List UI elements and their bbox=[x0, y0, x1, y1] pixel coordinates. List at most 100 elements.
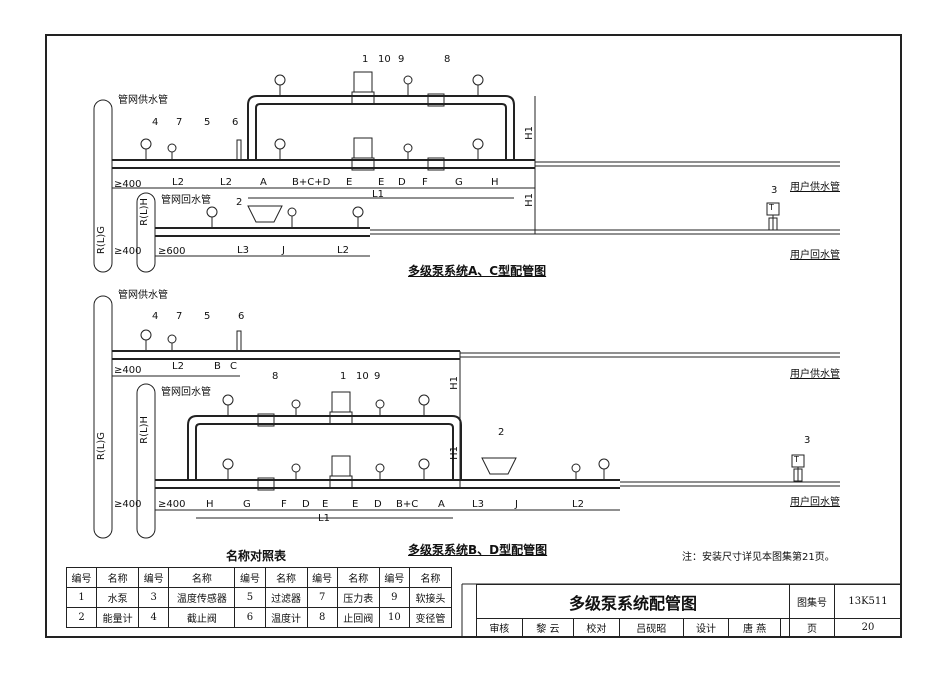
h1-label: H1 bbox=[524, 126, 535, 140]
check-valve-icon bbox=[257, 477, 275, 491]
legend-header: 名称 bbox=[96, 567, 140, 588]
dim-label: G bbox=[243, 499, 251, 510]
legend-cell: 2 bbox=[65, 607, 98, 628]
legend-cell: 压力表 bbox=[336, 587, 380, 608]
legend-cell: 10 bbox=[378, 607, 410, 628]
dim-label: B bbox=[214, 361, 221, 372]
legend-header: 名称 bbox=[168, 567, 236, 588]
upper-bypass-loop-1 bbox=[247, 95, 515, 160]
review-label: 审核 bbox=[476, 618, 523, 637]
callout-number: 8 bbox=[444, 54, 451, 65]
h1-label: H1 bbox=[524, 193, 535, 207]
lower-bypass-loop-2b bbox=[195, 423, 454, 480]
legend-cell: 温度传感器 bbox=[168, 587, 236, 608]
legend-cell: 4 bbox=[138, 607, 170, 628]
callout-number: 1 bbox=[340, 371, 347, 382]
title-block: 多级泵系统配管图 图集号 13K511 审核 黎 云 校对 吕砚昭 设计 唐 燕… bbox=[476, 584, 902, 637]
main-supply-pipe-1 bbox=[93, 99, 113, 273]
dim-label: F bbox=[422, 177, 428, 188]
main-return-pipe-2 bbox=[136, 383, 156, 539]
dim-600-label: ≥600 bbox=[158, 246, 186, 257]
dim-label: H bbox=[491, 177, 499, 188]
dim-label: L3 bbox=[237, 245, 249, 256]
main-return-pipe-1 bbox=[136, 192, 156, 273]
dim-label: E bbox=[322, 499, 329, 510]
check-valve-icon bbox=[427, 93, 445, 107]
reviewer-name: 黎 云 bbox=[521, 618, 575, 637]
legend-cell: 3 bbox=[138, 587, 170, 608]
designer-name: 唐 燕 bbox=[728, 618, 781, 637]
dim-label: A bbox=[438, 499, 445, 510]
return-main-label-1: 管网回水管 bbox=[161, 195, 211, 206]
return-main-label-2: 管网回水管 bbox=[161, 387, 211, 398]
pipe-h-label-2: R(L)H bbox=[139, 416, 150, 444]
legend-header: 编号 bbox=[234, 567, 266, 588]
legend-header: 名称 bbox=[264, 567, 308, 588]
page-number: 20 bbox=[834, 618, 902, 637]
pump-body-icon bbox=[351, 157, 375, 171]
legend-header: 编号 bbox=[306, 567, 338, 588]
user-return-label-1: 用户回水管 bbox=[790, 250, 840, 261]
callout-number: 1 bbox=[362, 54, 369, 65]
dim-label: L3 bbox=[472, 499, 484, 510]
legend-cell: 8 bbox=[306, 607, 338, 628]
legend-cell: 6 bbox=[234, 607, 266, 628]
dim-label: J bbox=[282, 245, 285, 256]
dim-label: E bbox=[352, 499, 359, 510]
dim-label: L2 bbox=[337, 245, 349, 256]
dim-label: C bbox=[230, 361, 237, 372]
valve-icons bbox=[140, 74, 484, 228]
pipe-g-label-1: R(L)G bbox=[96, 226, 107, 255]
callout-number: 6 bbox=[238, 311, 245, 322]
dim-label: L2 bbox=[220, 177, 232, 188]
supply-main-label-2: 管网供水管 bbox=[118, 290, 168, 301]
callout-number: 6 bbox=[232, 117, 239, 128]
dim-label: J bbox=[515, 499, 518, 510]
l1-label: L1 bbox=[318, 513, 330, 524]
energy-meter-icon bbox=[481, 457, 517, 475]
l1-label: L1 bbox=[372, 189, 384, 200]
legend-header: 编号 bbox=[65, 567, 98, 588]
user-supply-label-2: 用户供水管 bbox=[790, 369, 840, 380]
drawing-frame bbox=[45, 34, 902, 638]
dim-label: L2 bbox=[172, 361, 184, 372]
callout-number: 9 bbox=[398, 54, 405, 65]
check-label: 校对 bbox=[573, 618, 620, 637]
legend-header: 编号 bbox=[138, 567, 170, 588]
dim-label: B+C+D bbox=[292, 177, 331, 188]
callout-number: 2 bbox=[498, 427, 505, 438]
sensor-label: T bbox=[769, 203, 774, 212]
atlas-number: 13K511 bbox=[834, 584, 902, 619]
callout-number: 7 bbox=[176, 311, 183, 322]
legend-header-row: 编号名称 编号名称 编号名称 编号名称 编号名称 bbox=[65, 567, 453, 588]
pump-icon bbox=[331, 391, 351, 413]
legend-header: 名称 bbox=[408, 567, 453, 588]
pump-body-icon bbox=[329, 411, 353, 425]
callout-number: 5 bbox=[204, 117, 211, 128]
legend-cell: 5 bbox=[234, 587, 266, 608]
dim-400-label: ≥400 bbox=[114, 179, 142, 190]
pipe-h-label-1: R(L)H bbox=[139, 198, 150, 226]
legend-cell: 7 bbox=[306, 587, 338, 608]
page-label: 页 bbox=[789, 618, 835, 637]
legend-cell: 能量计 bbox=[96, 607, 140, 628]
dim-label: D bbox=[398, 177, 406, 188]
diagram-title-1: 多级泵系统A、C型配管图 bbox=[408, 264, 547, 278]
legend-header: 名称 bbox=[336, 567, 380, 588]
callout-number: 10 bbox=[356, 371, 369, 382]
pump-icon bbox=[353, 71, 373, 93]
design-label: 设计 bbox=[682, 618, 730, 637]
dim-400-label: ≥400 bbox=[158, 499, 186, 510]
legend-cell: 变径管 bbox=[408, 607, 453, 628]
valve-icons-2 bbox=[140, 329, 610, 480]
thermometer-icon bbox=[236, 330, 242, 352]
dim-label: A bbox=[260, 177, 267, 188]
callout-number: 8 bbox=[272, 371, 279, 382]
thermometer-icon bbox=[236, 139, 242, 161]
pressure-gauge-icons-2 bbox=[167, 334, 581, 480]
callout-number: 2 bbox=[236, 197, 243, 208]
dim-400-label: ≥400 bbox=[114, 499, 142, 510]
